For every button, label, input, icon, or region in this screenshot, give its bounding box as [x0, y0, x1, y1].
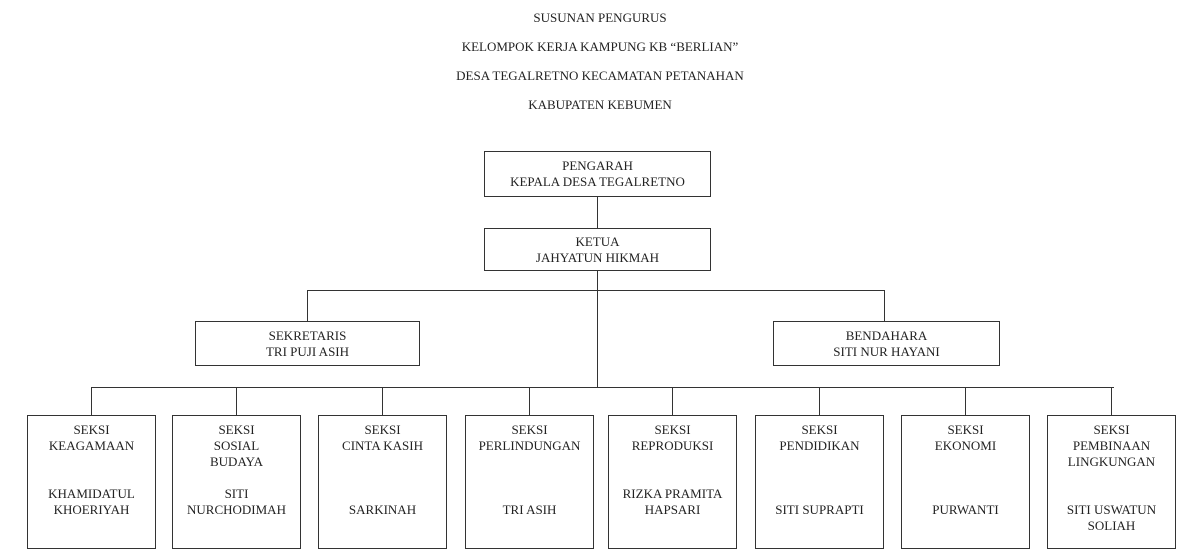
connector — [91, 387, 93, 415]
member-name-line: SOLIAH — [1087, 518, 1136, 533]
section-title-line: LINGKUNGAN — [1067, 454, 1156, 469]
section-title-line: SOSIAL — [213, 438, 260, 453]
section-title-line: SEKSI — [654, 422, 691, 437]
person-name: TRI PUJI ASIH — [265, 344, 350, 359]
bendahara-box: BENDAHARA SITI NUR HAYANI — [773, 321, 1000, 366]
connector — [672, 387, 674, 415]
sekretaris-box: SEKRETARIS TRI PUJI ASIH — [195, 321, 420, 366]
connector — [965, 387, 967, 415]
member-name-line: KHAMIDATUL — [48, 486, 135, 501]
ketua-box: KETUA JAHYATUN HIKMAH — [484, 228, 711, 271]
connector — [91, 387, 1114, 389]
chart-title-1: SUSUNAN PENGURUS — [533, 10, 667, 25]
section-title-line: EKONOMI — [934, 438, 997, 453]
person-name: JAHYATUN HIKMAH — [535, 250, 660, 265]
member-name-line: TRI ASIH — [502, 502, 557, 517]
member-name-line: RIZKA PRAMITA — [622, 486, 723, 501]
connector — [597, 271, 599, 388]
section-title-line: SEKSI — [73, 422, 110, 437]
chart-title-4: KABUPATEN KEBUMEN — [528, 97, 672, 112]
section-title-line: BUDAYA — [210, 454, 263, 469]
section-title-line: PERLINDUNGAN — [478, 438, 581, 453]
role-label: SEKRETARIS — [268, 328, 347, 343]
section-title-line: SEKSI — [1093, 422, 1130, 437]
connector — [597, 197, 599, 228]
chart-title-3: DESA TEGALRETNO KECAMATAN PETANAHAN — [456, 68, 744, 83]
section-member: SARKINAH — [319, 486, 446, 518]
member-name-line: SARKINAH — [348, 502, 417, 517]
section-title-line: PENDIDIKAN — [779, 438, 860, 453]
role-label: BENDAHARA — [845, 328, 928, 343]
connector — [1111, 387, 1113, 415]
connector — [236, 387, 238, 415]
connector — [382, 387, 384, 415]
chart-title-2: KELOMPOK KERJA KAMPUNG KB “BERLIAN” — [461, 39, 739, 54]
member-name-line: SITI SUPRAPTI — [775, 502, 864, 517]
person-name: KEPALA DESA TEGALRETNO — [510, 174, 685, 189]
connector — [819, 387, 821, 415]
section-title-line: SEKSI — [218, 422, 255, 437]
section-member: TRI ASIH — [466, 486, 593, 518]
member-name-line: SITI USWATUN — [1066, 502, 1157, 517]
section-title-line: REPRODUKSI — [631, 438, 714, 453]
member-name-line: KHOERIYAH — [53, 502, 130, 517]
member-name-line: HAPSARI — [644, 502, 701, 517]
role-label: KETUA — [575, 234, 620, 249]
connector — [307, 290, 309, 321]
person-name: SITI NUR HAYANI — [833, 344, 940, 359]
section-title-line: SEKSI — [947, 422, 984, 437]
member-name-line: NURCHODIMAH — [187, 502, 286, 517]
member-name-line: SITI — [224, 486, 249, 501]
role-label: PENGARAH — [562, 158, 633, 173]
pengarah-box: PENGARAH KEPALA DESA TEGALRETNO — [484, 151, 711, 197]
section-title-line: SEKSI — [801, 422, 838, 437]
section-title-line: SEKSI — [511, 422, 548, 437]
member-name-line: PURWANTI — [932, 502, 999, 517]
connector — [884, 290, 886, 321]
connector — [307, 290, 885, 292]
section-member: SITI SUPRAPTI — [756, 486, 883, 518]
section-title-line: CINTA KASIH — [342, 438, 423, 453]
section-title-line: KEAGAMAAN — [48, 438, 135, 453]
section-member: PURWANTI — [902, 486, 1029, 518]
connector — [529, 387, 531, 415]
section-title-line: PEMBINAAN — [1072, 438, 1151, 453]
section-title-line: SEKSI — [364, 422, 401, 437]
